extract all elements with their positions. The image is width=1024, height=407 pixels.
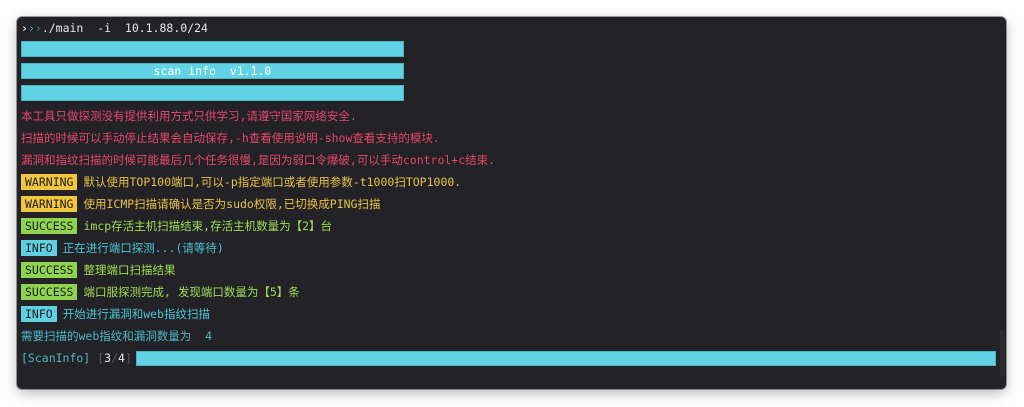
- prompt-chevron-icon: ›: [21, 21, 28, 35]
- log-line: WARNING 默认使用TOP100端口,可以-p指定端口或者使用参数-t1000…: [21, 174, 461, 190]
- log-message: 端口服探测完成, 发现端口数量为【5】条: [83, 285, 300, 299]
- banner-bar-bottom: [21, 85, 404, 101]
- log-line: INFO 开始进行漏洞和web指纹扫描: [21, 306, 210, 322]
- prompt-chevron-icon: ›: [27, 21, 35, 35]
- progress-bar: [136, 351, 996, 366]
- command-text: ./main -i 10.1.88.0/24: [41, 21, 208, 35]
- info-badge: INFO: [21, 240, 57, 256]
- command-line: ›››./main -i 10.1.88.0/24: [21, 20, 208, 36]
- log-line: SUCCESS 整理端口扫描结果: [21, 262, 175, 278]
- log-line: WARNING 使用ICMP扫描请确认是否为sudo权限,已切换成PING扫描: [21, 196, 380, 212]
- notice-line: 漏洞和指纹扫描的时候可能最后几个任务很慢,是因为弱口令爆破,可以手动contro…: [21, 153, 496, 167]
- log-line: SUCCESS 端口服探测完成, 发现端口数量为【5】条: [21, 284, 300, 300]
- log-message: 正在进行端口探测...(请等待): [62, 241, 224, 255]
- progress-label: [ScanInfo]: [21, 351, 91, 365]
- log-line: SUCCESS imcp存活主机扫描结束,存活主机数量为【2】台: [21, 218, 332, 234]
- log-line: INFO 正在进行端口探测...(请等待): [21, 240, 224, 256]
- progress-total: 4: [118, 351, 125, 365]
- success-badge: SUCCESS: [21, 284, 78, 300]
- warning-badge: WARNING: [21, 196, 78, 212]
- log-message: 开始进行漏洞和web指纹扫描: [62, 307, 210, 321]
- progress-line: [ScanInfo] [3/4]: [21, 351, 132, 365]
- info-badge: INFO: [21, 306, 57, 322]
- log-message: imcp存活主机扫描结束,存活主机数量为【2】台: [83, 219, 333, 233]
- success-badge: SUCCESS: [21, 218, 78, 234]
- warning-badge: WARNING: [21, 174, 78, 190]
- notice-line: 扫描的时候可以手动停止结果会自动保存,-h查看使用说明-show查看支持的模块.: [21, 131, 440, 145]
- log-message: 默认使用TOP100端口,可以-p指定端口或者使用参数-t1000扫TOP100…: [83, 175, 462, 189]
- summary-line: 需要扫描的web指纹和漏洞数量为 4: [21, 329, 213, 343]
- log-message: 使用ICMP扫描请确认是否为sudo权限,已切换成PING扫描: [83, 197, 381, 211]
- progress-current: 3: [104, 351, 112, 365]
- banner-title: scan info v1.1.0: [21, 63, 404, 79]
- banner-bar-top: [21, 41, 404, 57]
- log-message: 整理端口扫描结果: [83, 263, 176, 277]
- prompt-chevron-icon: ›: [34, 21, 42, 35]
- terminal-window[interactable]: ›››./main -i 10.1.88.0/24 scan info v1.1…: [17, 17, 1006, 389]
- notice-line: 本工具只做探测没有提供利用方式只供学习,请遵守国家网络安全.: [21, 109, 357, 123]
- success-badge: SUCCESS: [21, 262, 78, 278]
- scrollbar[interactable]: [1000, 329, 1004, 377]
